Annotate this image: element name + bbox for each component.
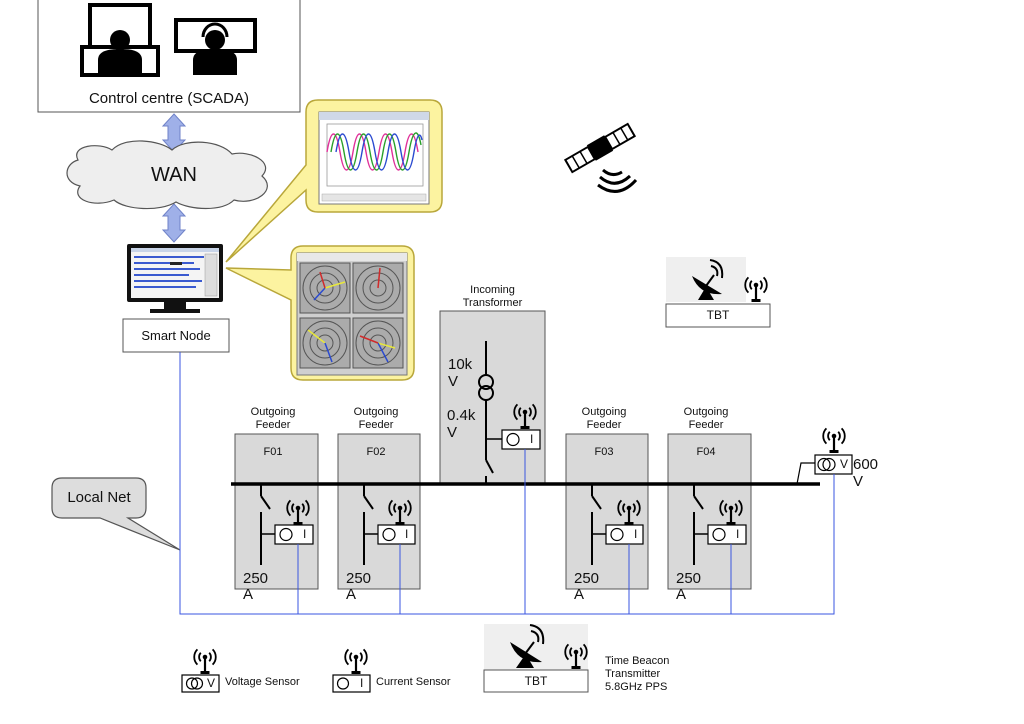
feeder-f01-id: F01 xyxy=(263,446,283,458)
legend-voltage-sensor xyxy=(181,648,220,693)
feeder-title-line2: Feeder xyxy=(255,419,291,431)
local-net-callout xyxy=(51,477,181,551)
wan-smartnode-link-arrow xyxy=(161,203,187,243)
legend-current-symbol: I xyxy=(360,676,364,690)
feeder-title-line1: Outgoing xyxy=(581,406,627,418)
transformer-icon xyxy=(478,374,494,390)
bus-voltage-rating: 600 V xyxy=(853,456,878,490)
tbt-desc-line2: Transmitter xyxy=(605,668,661,680)
hv-value: 10k xyxy=(448,356,473,373)
breaker-icon xyxy=(485,459,494,474)
feeder-f03-title: Outgoing Feeder xyxy=(566,406,642,432)
tbt-bottom-label: TBT xyxy=(524,674,548,688)
smart-node-label: Smart Node xyxy=(141,328,211,343)
bus-voltage-value: 600 xyxy=(853,456,879,473)
feeder-f03-rating: 250 A xyxy=(574,571,599,603)
current-symbol: I xyxy=(530,432,534,446)
lv-value: 0.4k xyxy=(447,407,476,424)
bus-sensor-symbol: V xyxy=(840,457,849,471)
rating-value: 250 xyxy=(676,570,702,587)
local-net-label: Local Net xyxy=(67,489,131,506)
legend-voltage-sensor-label: Voltage Sensor xyxy=(225,676,300,688)
feeder-f04-title: Outgoing Feeder xyxy=(668,406,744,432)
bus-voltage-unit: V xyxy=(853,473,864,490)
rating-unit: A xyxy=(574,586,585,603)
control-centre-label: Control centre (SCADA) xyxy=(88,90,250,107)
feeder-f01-title: Outgoing Feeder xyxy=(235,406,311,432)
waveform-callout xyxy=(225,99,443,263)
hv-rating: 10k V xyxy=(448,356,472,390)
wan-label: WAN xyxy=(151,164,197,186)
feeder-f02-rating: 250 A xyxy=(346,571,371,603)
wan-cloud xyxy=(66,140,268,210)
feeder-f02-id: F02 xyxy=(366,446,386,458)
f01-sensor-symbol: I xyxy=(303,527,307,541)
incoming-title-line1: Incoming xyxy=(470,284,515,296)
feeder-title-line1: Outgoing xyxy=(353,406,399,418)
bus-voltage-sensor xyxy=(796,427,853,485)
local-net-wiring xyxy=(179,352,835,615)
feeder-f03 xyxy=(565,433,649,590)
phasor-callout xyxy=(225,245,415,381)
dish-antenna-icon xyxy=(692,259,724,300)
feeder-f01 xyxy=(234,433,319,590)
tbt-top-unit xyxy=(665,257,771,328)
f02-sensor-symbol: I xyxy=(405,527,409,541)
radio-antenna-icon xyxy=(744,276,768,304)
current-sensor-icon xyxy=(501,429,541,450)
feeder-title-line1: Outgoing xyxy=(250,406,296,418)
feeder-title-line2: Feeder xyxy=(688,419,724,431)
smart-node-box xyxy=(122,318,230,353)
incoming-title-line2: Transformer xyxy=(462,297,523,309)
tbt-top-label: TBT xyxy=(706,308,730,322)
tbt-desc-line3: 5.8GHz PPS xyxy=(605,681,668,693)
f04-sensor-symbol: I xyxy=(736,527,740,541)
rating-unit: A xyxy=(346,586,357,603)
feeder-f01-rating: 250 A xyxy=(243,571,268,603)
incoming-transformer-title: Incoming Transformer xyxy=(440,284,545,310)
rating-unit: A xyxy=(676,586,687,603)
feeder-f04-id: F04 xyxy=(696,446,716,458)
lv-unit: V xyxy=(447,424,458,441)
satellite-icon xyxy=(563,122,638,193)
rating-unit: A xyxy=(243,586,254,603)
rating-value: 250 xyxy=(574,570,600,587)
f03-sensor-symbol: I xyxy=(634,527,638,541)
smart-node-monitor-icon xyxy=(127,244,223,313)
operator-icon xyxy=(80,3,160,77)
legend-tbt-description: Time Beacon Transmitter 5.8GHz PPS xyxy=(605,655,669,694)
rating-value: 250 xyxy=(243,570,269,587)
legend-voltage-symbol: V xyxy=(207,676,216,690)
legend-current-sensor-label: Current Sensor xyxy=(376,676,451,688)
tbt-bottom-unit xyxy=(483,624,589,693)
incoming-transformer-cubicle xyxy=(439,310,546,484)
feeder-f02 xyxy=(337,433,421,590)
feeder-title-line2: Feeder xyxy=(358,419,394,431)
hv-unit: V xyxy=(448,373,459,390)
feeder-f04 xyxy=(667,433,752,590)
tbt-desc-line1: Time Beacon xyxy=(605,655,670,667)
lv-rating: 0.4k V xyxy=(447,407,475,441)
feeder-title-line2: Feeder xyxy=(586,419,622,431)
feeder-f02-title: Outgoing Feeder xyxy=(338,406,414,432)
feeder-title-line1: Outgoing xyxy=(683,406,729,418)
rating-value: 250 xyxy=(346,570,372,587)
operator-headset-icon xyxy=(174,18,257,75)
feeder-f03-id: F03 xyxy=(594,446,614,458)
legend-current-sensor xyxy=(332,648,371,693)
control-centre xyxy=(37,0,301,113)
feeder-f04-rating: 250 A xyxy=(676,571,701,603)
